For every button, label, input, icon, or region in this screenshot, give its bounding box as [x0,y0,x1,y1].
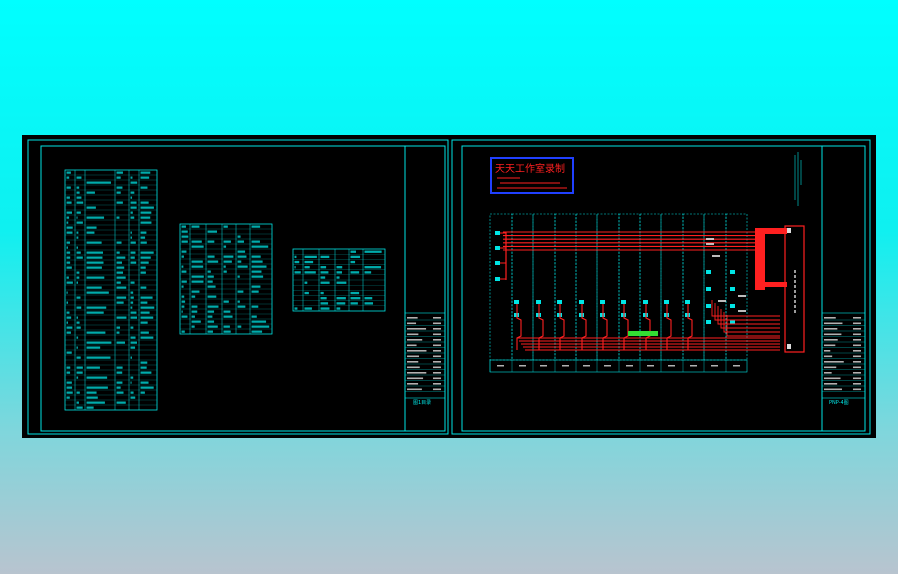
device-node [621,300,626,304]
feeder-line [516,304,522,350]
watermark-title: 天天工作室录制 [495,162,565,175]
device-node [536,300,541,304]
panel-column [618,213,641,361]
device-node [664,300,669,304]
feeder-line [711,300,780,317]
feeder-line [666,304,672,350]
device-node [730,287,735,291]
device-node [730,304,735,308]
feeder-line [714,303,780,321]
device-node [514,300,519,304]
feeder-line [645,304,651,350]
input-node [495,261,500,265]
left-outer-frame [27,139,449,435]
panel-column [639,213,662,361]
panel-column [511,213,534,361]
trunk-branch [763,282,787,287]
left-title-block [404,312,446,399]
device-node [643,300,648,304]
feeder-line [559,304,565,350]
input-node [495,246,500,250]
feeder-line [687,304,693,350]
cabinet-outline [784,225,805,353]
wiring-schematic [489,213,805,373]
schedule-table-1 [64,169,158,411]
right-inner-frame [461,145,866,432]
left-inner-frame [40,145,446,432]
feeder-line [623,304,629,350]
panel-column [575,213,598,361]
vertical-note [794,152,802,206]
feeder-line [720,309,780,329]
feeder-line [726,315,780,337]
highlight-segment [628,331,658,336]
device-node [685,300,690,304]
right-title-block [821,312,866,399]
schedule-table-2 [179,223,273,335]
schedule-tables [64,169,386,411]
panel-column [554,213,577,361]
device-node [706,320,711,324]
feeder-line [717,306,780,325]
feeder-line [723,312,780,333]
schedule-table-3 [292,248,386,312]
watermark-box: 天天工作室录制 [490,157,574,194]
right-outer-frame [451,139,871,435]
panel-column [682,213,705,361]
panel-column [725,213,748,361]
trunk-branch [765,228,787,234]
input-node [495,231,500,235]
device-node [579,300,584,304]
main-trunk [755,228,765,290]
device-node [706,304,711,308]
device-node [730,270,735,274]
right-sheet [451,139,871,435]
feeder-line [538,304,544,350]
feeder-line [581,304,587,350]
device-node [706,287,711,291]
input-node [495,277,500,281]
right-title-label: PNP-4图 [829,400,849,406]
drawing-sheet [22,135,876,438]
device-node [706,270,711,274]
device-node [730,320,735,324]
device-node [557,300,562,304]
left-title-label: 图1目录 [413,399,431,406]
feeder-line [602,304,608,350]
device-node [600,300,605,304]
